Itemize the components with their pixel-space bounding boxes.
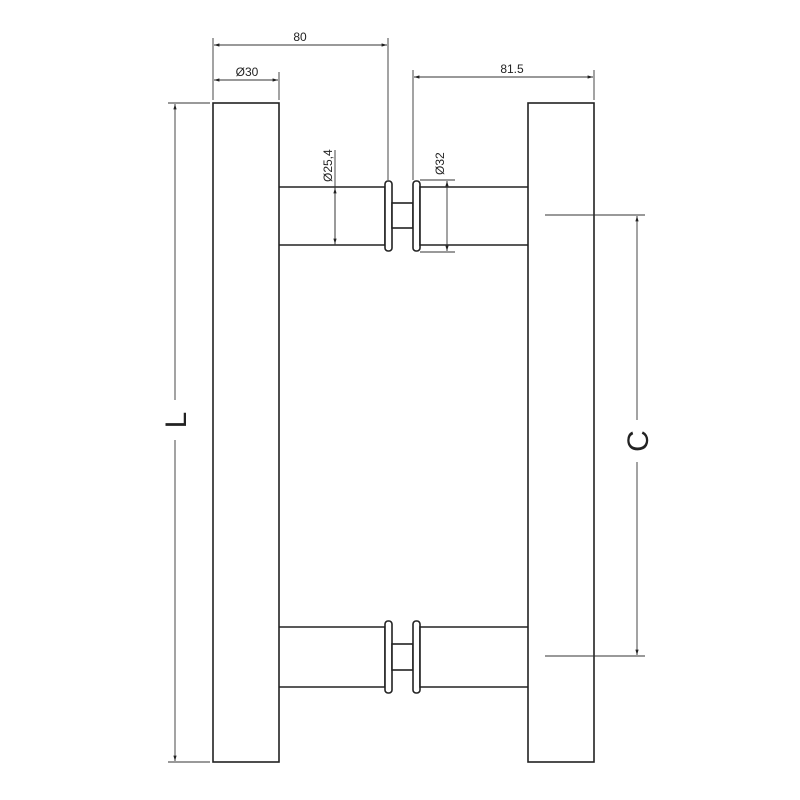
left-bar xyxy=(212,102,280,763)
top-standoff xyxy=(258,180,549,252)
right-bar xyxy=(527,102,595,763)
dim-d25-4-label: Ø25,4 xyxy=(321,149,335,182)
bottom-standoff xyxy=(258,620,549,694)
dim-81-5-label: 81.5 xyxy=(500,62,524,76)
dim-80-label: 80 xyxy=(293,30,307,44)
dim-d30-label: Ø30 xyxy=(236,65,259,79)
dim-d32-label: Ø32 xyxy=(433,152,447,175)
extension-lines xyxy=(168,38,645,763)
dim-C-label: C xyxy=(622,430,655,452)
dim-L-label: L xyxy=(160,412,193,429)
